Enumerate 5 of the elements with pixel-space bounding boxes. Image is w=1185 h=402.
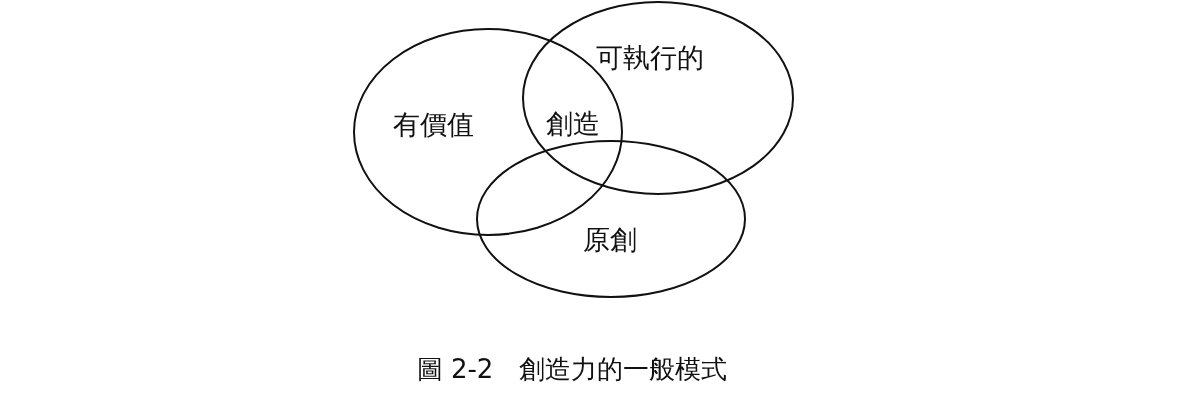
set-label: 原創 [583, 225, 637, 255]
set-label: 可執行的 [596, 43, 704, 73]
caption: 圖 2-2 創造力的一般模式 [416, 354, 728, 384]
intersection-label: 創造 [546, 109, 600, 139]
set-label: 有價值 [392, 110, 474, 140]
